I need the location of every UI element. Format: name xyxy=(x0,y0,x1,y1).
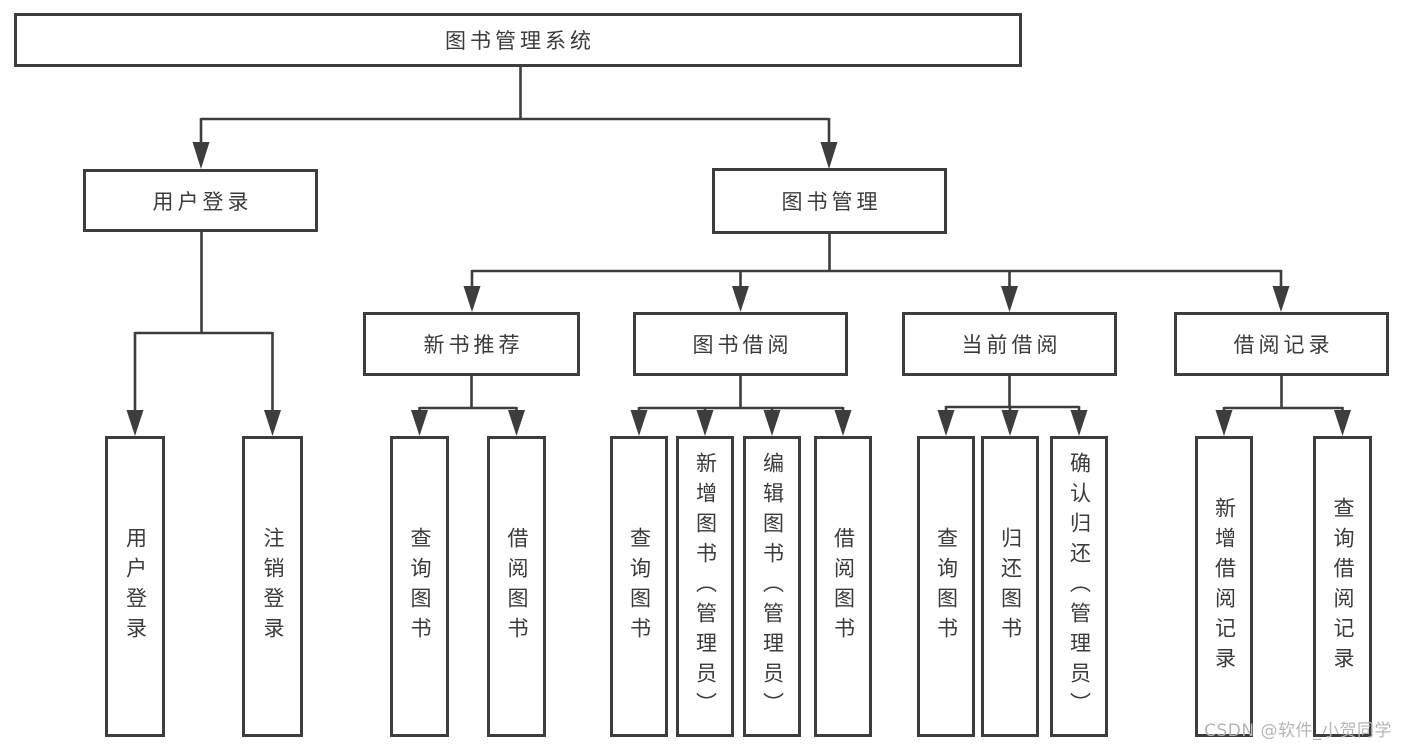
node-borrow-books-2: 借阅图书 xyxy=(814,436,872,737)
node-add-books-admin: 新增图书（管理员） xyxy=(676,436,734,737)
node-query-books-1: 查询图书 xyxy=(390,436,449,737)
node-edit-books-admin: 编辑图书（管理员） xyxy=(743,436,801,737)
node-query-books-3: 查询图书 xyxy=(917,436,975,737)
node-book-management: 图书管理 xyxy=(712,168,947,234)
connector-root-to-level2 xyxy=(192,67,838,169)
connector-user-login-children xyxy=(126,232,281,436)
connector-book-management-children xyxy=(463,234,1290,312)
node-query-books-2: 查询图书 xyxy=(610,436,668,737)
node-borrow-books-1: 借阅图书 xyxy=(487,436,546,737)
node-borrowing-records: 借阅记录 xyxy=(1174,312,1389,376)
node-add-borrow-record: 新增借阅记录 xyxy=(1195,436,1253,737)
node-book-borrowing: 图书借阅 xyxy=(633,312,848,376)
connector-current-borrowing-children xyxy=(937,376,1088,436)
connector-book-borrowing-children xyxy=(630,376,852,436)
node-library-management-system: 图书管理系统 xyxy=(14,13,1022,67)
node-current-borrowing: 当前借阅 xyxy=(902,312,1117,376)
connector-borrowing-records-children xyxy=(1215,376,1351,436)
node-user-login: 用户登录 xyxy=(83,169,318,232)
node-return-books: 归还图书 xyxy=(981,436,1039,737)
node-confirm-return-admin: 确认归还（管理员） xyxy=(1050,436,1108,737)
node-query-borrow-record: 查询借阅记录 xyxy=(1313,436,1372,737)
node-new-book-recommend: 新书推荐 xyxy=(363,312,580,376)
node-logout: 注销登录 xyxy=(242,436,303,737)
node-user-login-leaf: 用户登录 xyxy=(105,436,165,737)
connector-new-book-children xyxy=(411,376,525,436)
watermark-text: CSDN @软件_小贺同学 xyxy=(1204,721,1392,741)
